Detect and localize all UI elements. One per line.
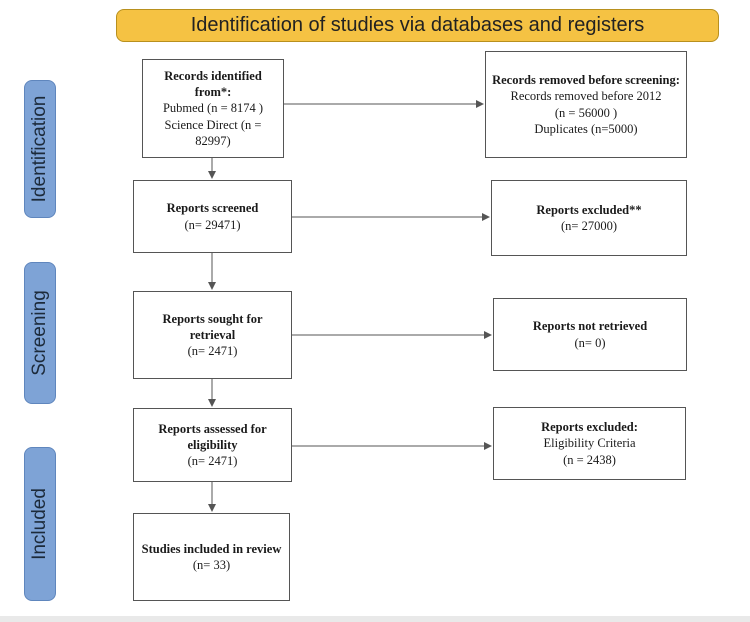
diagram-title-banner: Identification of studies via databases …	[116, 9, 719, 42]
box-not-retrieved-title: Reports not retrieved	[532, 319, 648, 334]
box-assessed-eligibility-title: Reports assessed for eligibility	[158, 421, 267, 452]
box-studies-included-title: Studies included in review	[141, 541, 282, 556]
box-records-identified-title: Records identified from*:	[164, 68, 262, 100]
stage-identification: Identification	[24, 80, 56, 218]
box-not-retrieved-detail: (n= 0)	[574, 335, 606, 350]
stage-included: Included	[24, 447, 56, 601]
stage-screening: Screening	[24, 262, 56, 404]
box-reports-excluded-detail: (n= 27000)	[561, 219, 617, 233]
box-assessed-eligibility-detail: (n= 2471)	[187, 454, 238, 469]
box-studies-included-detail: (n= 33)	[192, 558, 231, 572]
box-reports-screened-title: Reports screened	[166, 201, 259, 216]
box-excluded-eligibility: Reports excluded: Eligibility Criteria (…	[493, 407, 686, 480]
box-reports-excluded: Reports excluded** (n= 27000)	[491, 180, 687, 256]
box-reports-screened: Reports screened (n= 29471)	[133, 180, 292, 253]
box-reports-excluded-title: Reports excluded**	[536, 202, 642, 217]
diagram-title: Identification of studies via databases …	[190, 14, 645, 36]
box-reports-screened-detail: (n= 29471)	[184, 217, 241, 232]
box-records-identified: Records identified from*: Pubmed (n = 81…	[142, 59, 284, 158]
box-sought-retrieval: Reports sought for retrieval (n= 2471)	[133, 291, 292, 379]
bottom-divider	[0, 616, 750, 622]
box-sought-retrieval-detail: (n= 2471)	[187, 344, 238, 359]
box-not-retrieved: Reports not retrieved (n= 0)	[493, 298, 687, 371]
box-records-removed-title: Records removed before screening:	[492, 73, 680, 87]
box-assessed-eligibility: Reports assessed for eligibility (n= 247…	[133, 408, 292, 482]
box-excluded-eligibility-title: Reports excluded:	[541, 420, 638, 435]
box-records-removed: Records removed before screening: Record…	[485, 51, 687, 158]
box-excluded-eligibility-detail: Eligibility Criteria (n = 2438)	[543, 436, 636, 467]
box-records-removed-detail: Records removed before 2012 (n = 56000 )…	[510, 89, 662, 136]
box-sought-retrieval-title: Reports sought for retrieval	[162, 311, 263, 342]
box-studies-included: Studies included in review (n= 33)	[133, 513, 290, 601]
box-records-identified-detail: Pubmed (n = 8174 ) Science Direct (n = 8…	[162, 101, 264, 148]
